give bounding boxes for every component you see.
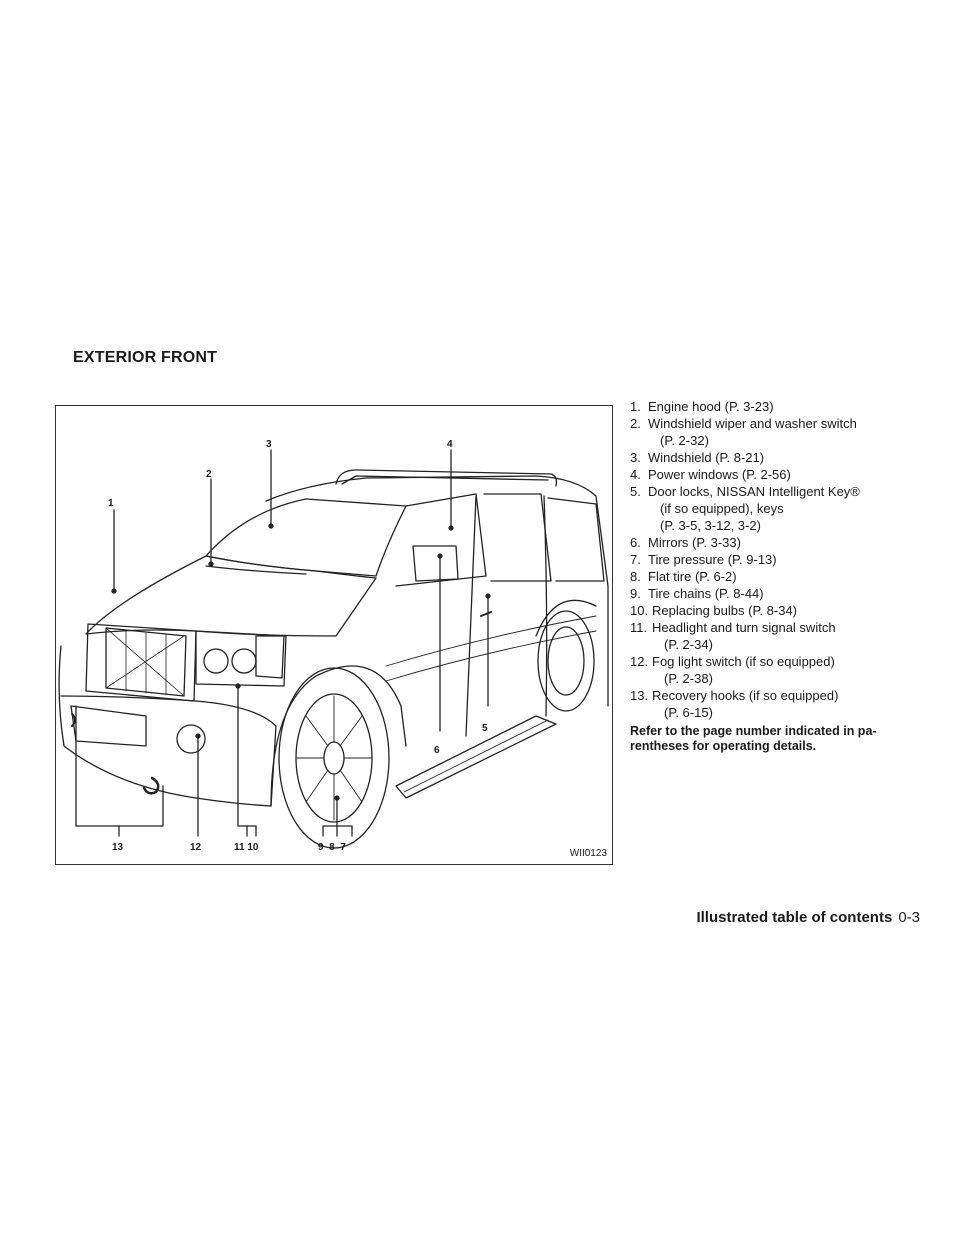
legend-item-text: Power windows (P. 2-56)	[648, 467, 791, 482]
legend-item: 10. Replacing bulbs (P. 8-34)	[630, 602, 920, 619]
legend-item: 5. Door locks, NISSAN Intelligent Key® (…	[630, 483, 920, 534]
legend-item-number: 11.	[630, 620, 648, 635]
figure-code: WII0123	[569, 848, 607, 859]
page-footer: Illustrated table of contents 0-3	[696, 909, 920, 926]
callout-6: 6	[434, 745, 440, 756]
legend-item-text: Tire chains (P. 8-44)	[648, 586, 764, 601]
legend-item-body: Headlight and turn signal switch (P. 2-3…	[652, 619, 920, 653]
legend-item-text: Headlight and turn signal switch	[652, 620, 836, 635]
legend-item-number: 6.	[630, 535, 641, 550]
operating-details-note: Refer to the page number indicated in pa…	[630, 724, 877, 753]
legend-item-text: Windshield (P. 8-21)	[648, 450, 765, 465]
legend-item: 13. Recovery hooks (if so equipped) (P. …	[630, 687, 920, 721]
callout-3: 3	[266, 439, 272, 450]
legend-item-number: 3.	[630, 450, 641, 465]
callout-1: 1	[108, 498, 114, 509]
callout-5: 5	[482, 723, 488, 734]
legend-item-number: 1.	[630, 399, 641, 414]
legend-item-continuation: (P. 2-34)	[664, 637, 713, 652]
legend-item: 8. Flat tire (P. 6-2)	[630, 568, 920, 585]
legend-item-number: 13.	[630, 688, 649, 703]
legend-item-number: 9.	[630, 586, 641, 601]
legend-item-body: Recovery hooks (if so equipped) (P. 6-15…	[652, 687, 920, 721]
legend-item: 12. Fog light switch (if so equipped) (P…	[630, 653, 920, 687]
legend-item-continuation: (P. 6-15)	[664, 705, 713, 720]
legend-item-text: Mirrors (P. 3-33)	[648, 535, 741, 550]
legend-item-continuation: (P. 3-5, 3-12, 3-2)	[660, 518, 761, 533]
legend-item: 11. Headlight and turn signal switch (P.…	[630, 619, 920, 653]
legend-item: 3. Windshield (P. 8-21)	[630, 449, 920, 466]
legend-item-number: 8.	[630, 569, 641, 584]
legend-item: 7. Tire pressure (P. 9-13)	[630, 551, 920, 568]
callout-11-10: 11 10	[234, 842, 259, 853]
legend-item: 9. Tire chains (P. 8-44)	[630, 585, 920, 602]
legend-item-number: 5.	[630, 484, 641, 499]
page-number: 0-3	[898, 909, 920, 926]
callout-2: 2	[206, 469, 212, 480]
legend-item-text: Tire pressure (P. 9-13)	[648, 552, 777, 567]
legend-item: 1. Engine hood (P. 3-23)	[630, 398, 920, 415]
legend-item-number: 12.	[630, 654, 649, 669]
legend-list: 1. Engine hood (P. 3-23) 2. Windshield w…	[630, 398, 920, 754]
legend-item: 4. Power windows (P. 2-56)	[630, 466, 920, 483]
vehicle-illustration: 1 2 3 4 5 6 13 12 11 10 9 8 7 WII0123	[55, 405, 613, 865]
suv-line-drawing	[58, 449, 609, 849]
legend-item-number: 7.	[630, 552, 641, 567]
legend-item-number: 2.	[630, 416, 641, 431]
callout-9-8-7: 9 8 7	[318, 842, 346, 853]
legend-item-number: 10.	[630, 603, 649, 618]
legend-item-continuation: (P. 2-32)	[660, 433, 709, 448]
legend-item-number: 4.	[630, 467, 641, 482]
legend-item-continuation: (P. 2-38)	[664, 671, 713, 686]
legend-item-text: Replacing bulbs (P. 8-34)	[652, 603, 798, 618]
legend-item-body: Door locks, NISSAN Intelligent Key® (if …	[648, 483, 920, 534]
callout-4: 4	[447, 439, 453, 450]
legend-item-text: Fog light switch (if so equipped)	[652, 654, 835, 669]
callout-12: 12	[190, 842, 202, 853]
legend-item-text: Recovery hooks (if so equipped)	[652, 688, 839, 703]
callout-13: 13	[112, 842, 124, 853]
legend-item-body: Windshield wiper and washer switch (P. 2…	[648, 415, 920, 449]
legend-item-text: Door locks, NISSAN Intelligent Key®	[648, 484, 860, 499]
legend-item-continuation: (if so equipped), keys	[660, 501, 784, 516]
legend-item-body: Fog light switch (if so equipped) (P. 2-…	[652, 653, 920, 687]
legend-item-text: Windshield wiper and washer switch	[648, 416, 857, 431]
footer-section-title: Illustrated table of contents	[696, 909, 893, 926]
legend-item-text: Engine hood (P. 3-23)	[648, 399, 774, 414]
legend-item: 6. Mirrors (P. 3-33)	[630, 534, 920, 551]
legend-item: 2. Windshield wiper and washer switch (P…	[630, 415, 920, 449]
legend-item-text: Flat tire (P. 6-2)	[648, 569, 737, 584]
section-title: EXTERIOR FRONT	[73, 349, 218, 366]
